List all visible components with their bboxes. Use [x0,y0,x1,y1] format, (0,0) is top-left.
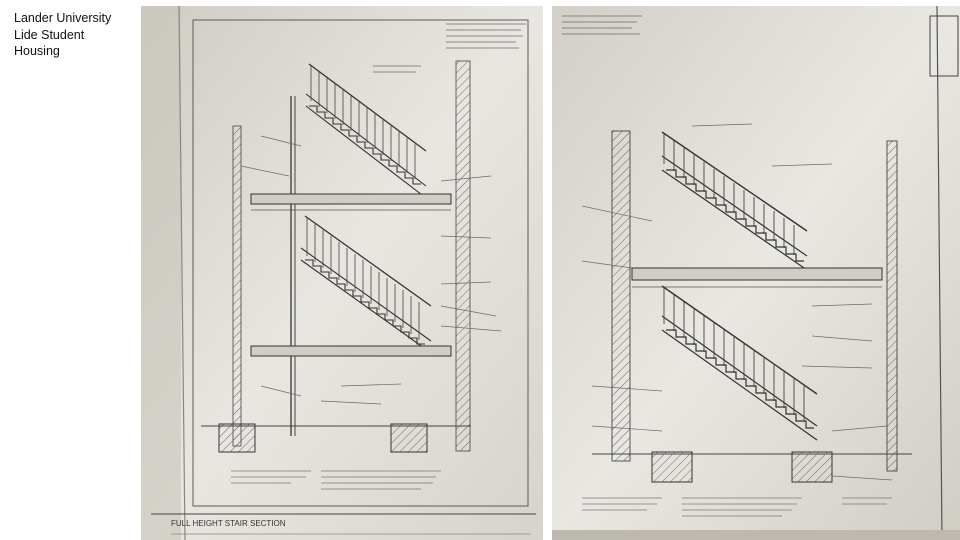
slide-title-line-2: Lide Student [14,27,85,42]
drawing-caption: FULL HEIGHT STAIR SECTION [171,519,286,528]
stair-section-photo-right [552,6,960,540]
slide-title-line-3: Housing [14,44,60,58]
slide-title-line-1: Lander University [14,11,112,25]
stair-section-photo-left: FULL HEIGHT STAIR SECTION [141,6,543,540]
stair-drawing-left-svg: FULL HEIGHT STAIR SECTION [141,6,543,540]
stair-drawing-right-svg [552,6,960,540]
slide-title: Lander University Lide Student Housing [14,10,144,60]
